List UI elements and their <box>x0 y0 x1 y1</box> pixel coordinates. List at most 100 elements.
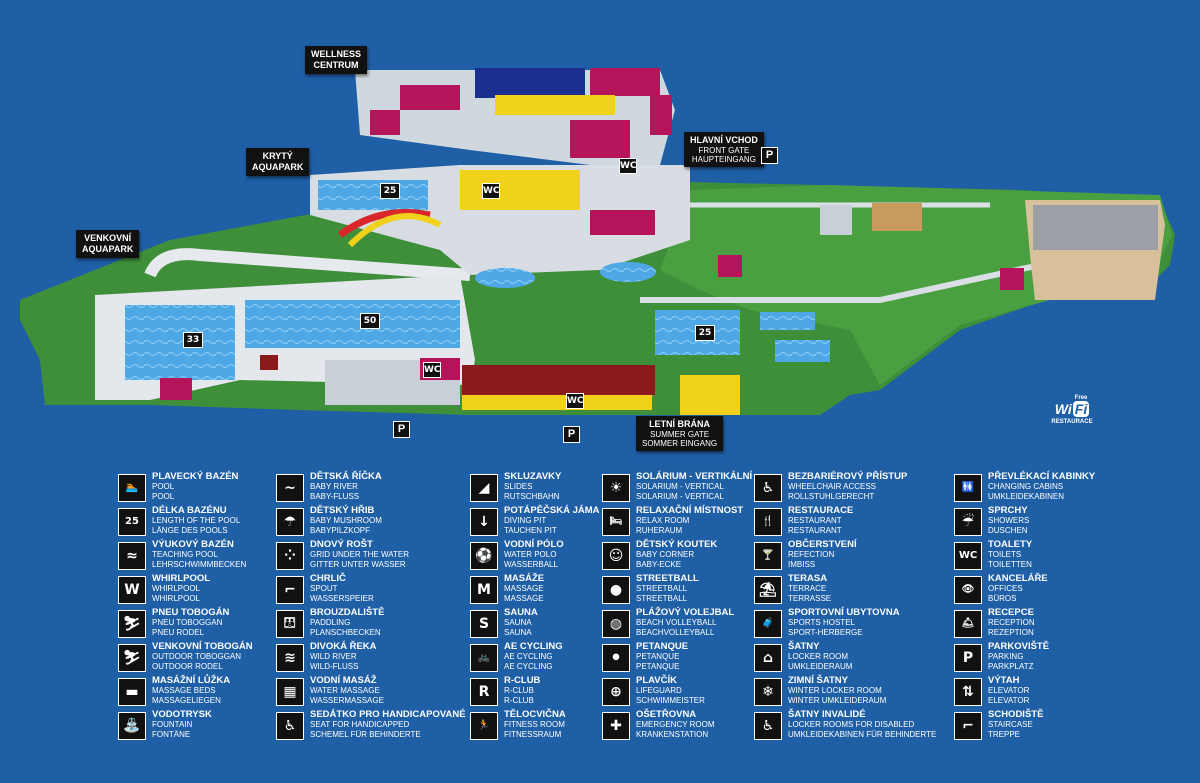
parking-icon: P <box>954 644 982 672</box>
sports-hostel-icon: 🧳 <box>754 610 782 638</box>
legend-label-en: STAIRCASE <box>988 720 1033 729</box>
building-emergency <box>680 375 740 415</box>
legend-label-cz: PLÁŽOVÝ VOLEJBAL <box>636 607 735 618</box>
legend-label-cz: VÝUKOVÝ BAZÉN <box>152 539 234 550</box>
wifi-fi: Fi <box>1072 401 1090 417</box>
legend-label-en: DIVING PIT <box>504 516 547 525</box>
legend-label-de: ROLLSTUHLGERECHT <box>788 492 875 501</box>
staircase-icon: ⌐ <box>954 712 982 740</box>
wc-icon: WC <box>423 362 441 378</box>
legend-label-cz: PŘEVLÉKACÍ KABINKY <box>988 471 1096 482</box>
legend-label-cz: PNEU TOBOGÁN <box>152 607 230 618</box>
legend-label-en: RELAX ROOM <box>636 516 690 525</box>
pool-50 <box>245 300 460 348</box>
legend-label-en: WHEELCHAIR ACCESS <box>788 482 877 491</box>
legend-label-de: MASSAGE <box>504 594 544 603</box>
legend-label-en: RECEPTION <box>988 618 1035 627</box>
indoor-label-line1: KRYTÝ <box>262 151 293 161</box>
refection-icon: 🍸 <box>754 542 782 570</box>
legend-label-en: SPORTS HOSTEL <box>788 618 855 627</box>
locker-room-icon: ⌂ <box>754 644 782 672</box>
legend-label-de: RUTSCHBAHN <box>504 492 560 501</box>
legend-label-en: TEACHING POOL <box>152 550 218 559</box>
legend-label-cz: SAUNA <box>504 607 538 618</box>
legend-label-en: REFECTION <box>788 550 835 559</box>
legend-label-cz: CHRLIČ <box>310 573 346 584</box>
baby-corner-icon: ☺ <box>602 542 630 570</box>
legend-label-de: OUTDOOR RODEL <box>152 662 223 671</box>
petanque-icon: ⚫ <box>602 644 630 672</box>
wc-icon: WC <box>482 183 500 199</box>
legend-label-en: WINTER LOCKER ROOM <box>788 686 882 695</box>
water-grid-icon: ⁘ <box>276 542 304 570</box>
legend-label-de: KRANKENSTATION <box>636 730 709 739</box>
legend-label-en: EMERGENCY ROOM <box>636 720 715 729</box>
legend-label-cz: VODOTRYSK <box>152 709 212 720</box>
handicapped-seat-icon: ♿ <box>276 712 304 740</box>
legend-label-de: MASSAGELIEGEN <box>152 696 221 705</box>
legend-label-en: WATER MASSAGE <box>310 686 380 695</box>
legend-label-de: LÄNGE DES POOLS <box>152 526 228 535</box>
legend-label-en: PADDLING <box>310 618 351 627</box>
legend-label-de: PARKPLATZ <box>988 662 1034 671</box>
legend-label-en: WATER POLO <box>504 550 557 559</box>
legend-label-de: BÜROS <box>988 594 1017 603</box>
legend-label-en: R-CLUB <box>504 686 534 695</box>
legend-label-cz: AE CYCLING <box>504 641 563 652</box>
legend-label-de: SCHEMEL FÜR BEHINDERTE <box>310 730 421 739</box>
emergency-room-icon: ✚ <box>602 712 630 740</box>
legend-label-de: UMKLEIDERAUM <box>788 662 853 671</box>
legend-label-cz: OBČERSTVENÍ <box>788 539 857 550</box>
massage-beds-icon: ▬ <box>118 678 146 706</box>
legend-label-en: BEACH VOLLEYBALL <box>636 618 717 627</box>
legend-label-de: SCHWIMMEISTER <box>636 696 705 705</box>
legend-label-de: WHIRLPOOL <box>152 594 201 603</box>
legend-label-en: POOL <box>152 482 175 491</box>
legend-label-de: UMKLEIDEKABINEN FÜR BEHINDERTE <box>788 730 937 739</box>
beach-volleyball-icon: ◍ <box>602 610 630 638</box>
pool-length-icon: 25 <box>695 325 715 341</box>
legend-label-de: BABY-FLUSS <box>310 492 360 501</box>
legend-label-en: ELEVATOR <box>988 686 1030 695</box>
wild-river-icon: ≋ <box>276 644 304 672</box>
solarium-vertical-icon: ☀ <box>602 474 630 502</box>
legend-label-en: AE CYCLING <box>504 652 553 661</box>
legend-label-de: BEACHVOLLEYBALL <box>636 628 715 637</box>
legend-label-cz: SPRCHY <box>988 505 1028 516</box>
legend-label-de: SOLARIUM - VERTICAL <box>636 492 724 501</box>
legend-label-cz: PLAVECKÝ BAZÉN <box>152 471 239 482</box>
legend-label-de: R-CLUB <box>504 696 534 705</box>
showers-icon: ☔ <box>954 508 982 536</box>
legend-label-cz: BROUZDALIŠTĚ <box>310 607 385 618</box>
legend-label-cz: SCHODIŠTĚ <box>988 709 1044 720</box>
wellness-label-line1: WELLNESS <box>311 49 362 59</box>
